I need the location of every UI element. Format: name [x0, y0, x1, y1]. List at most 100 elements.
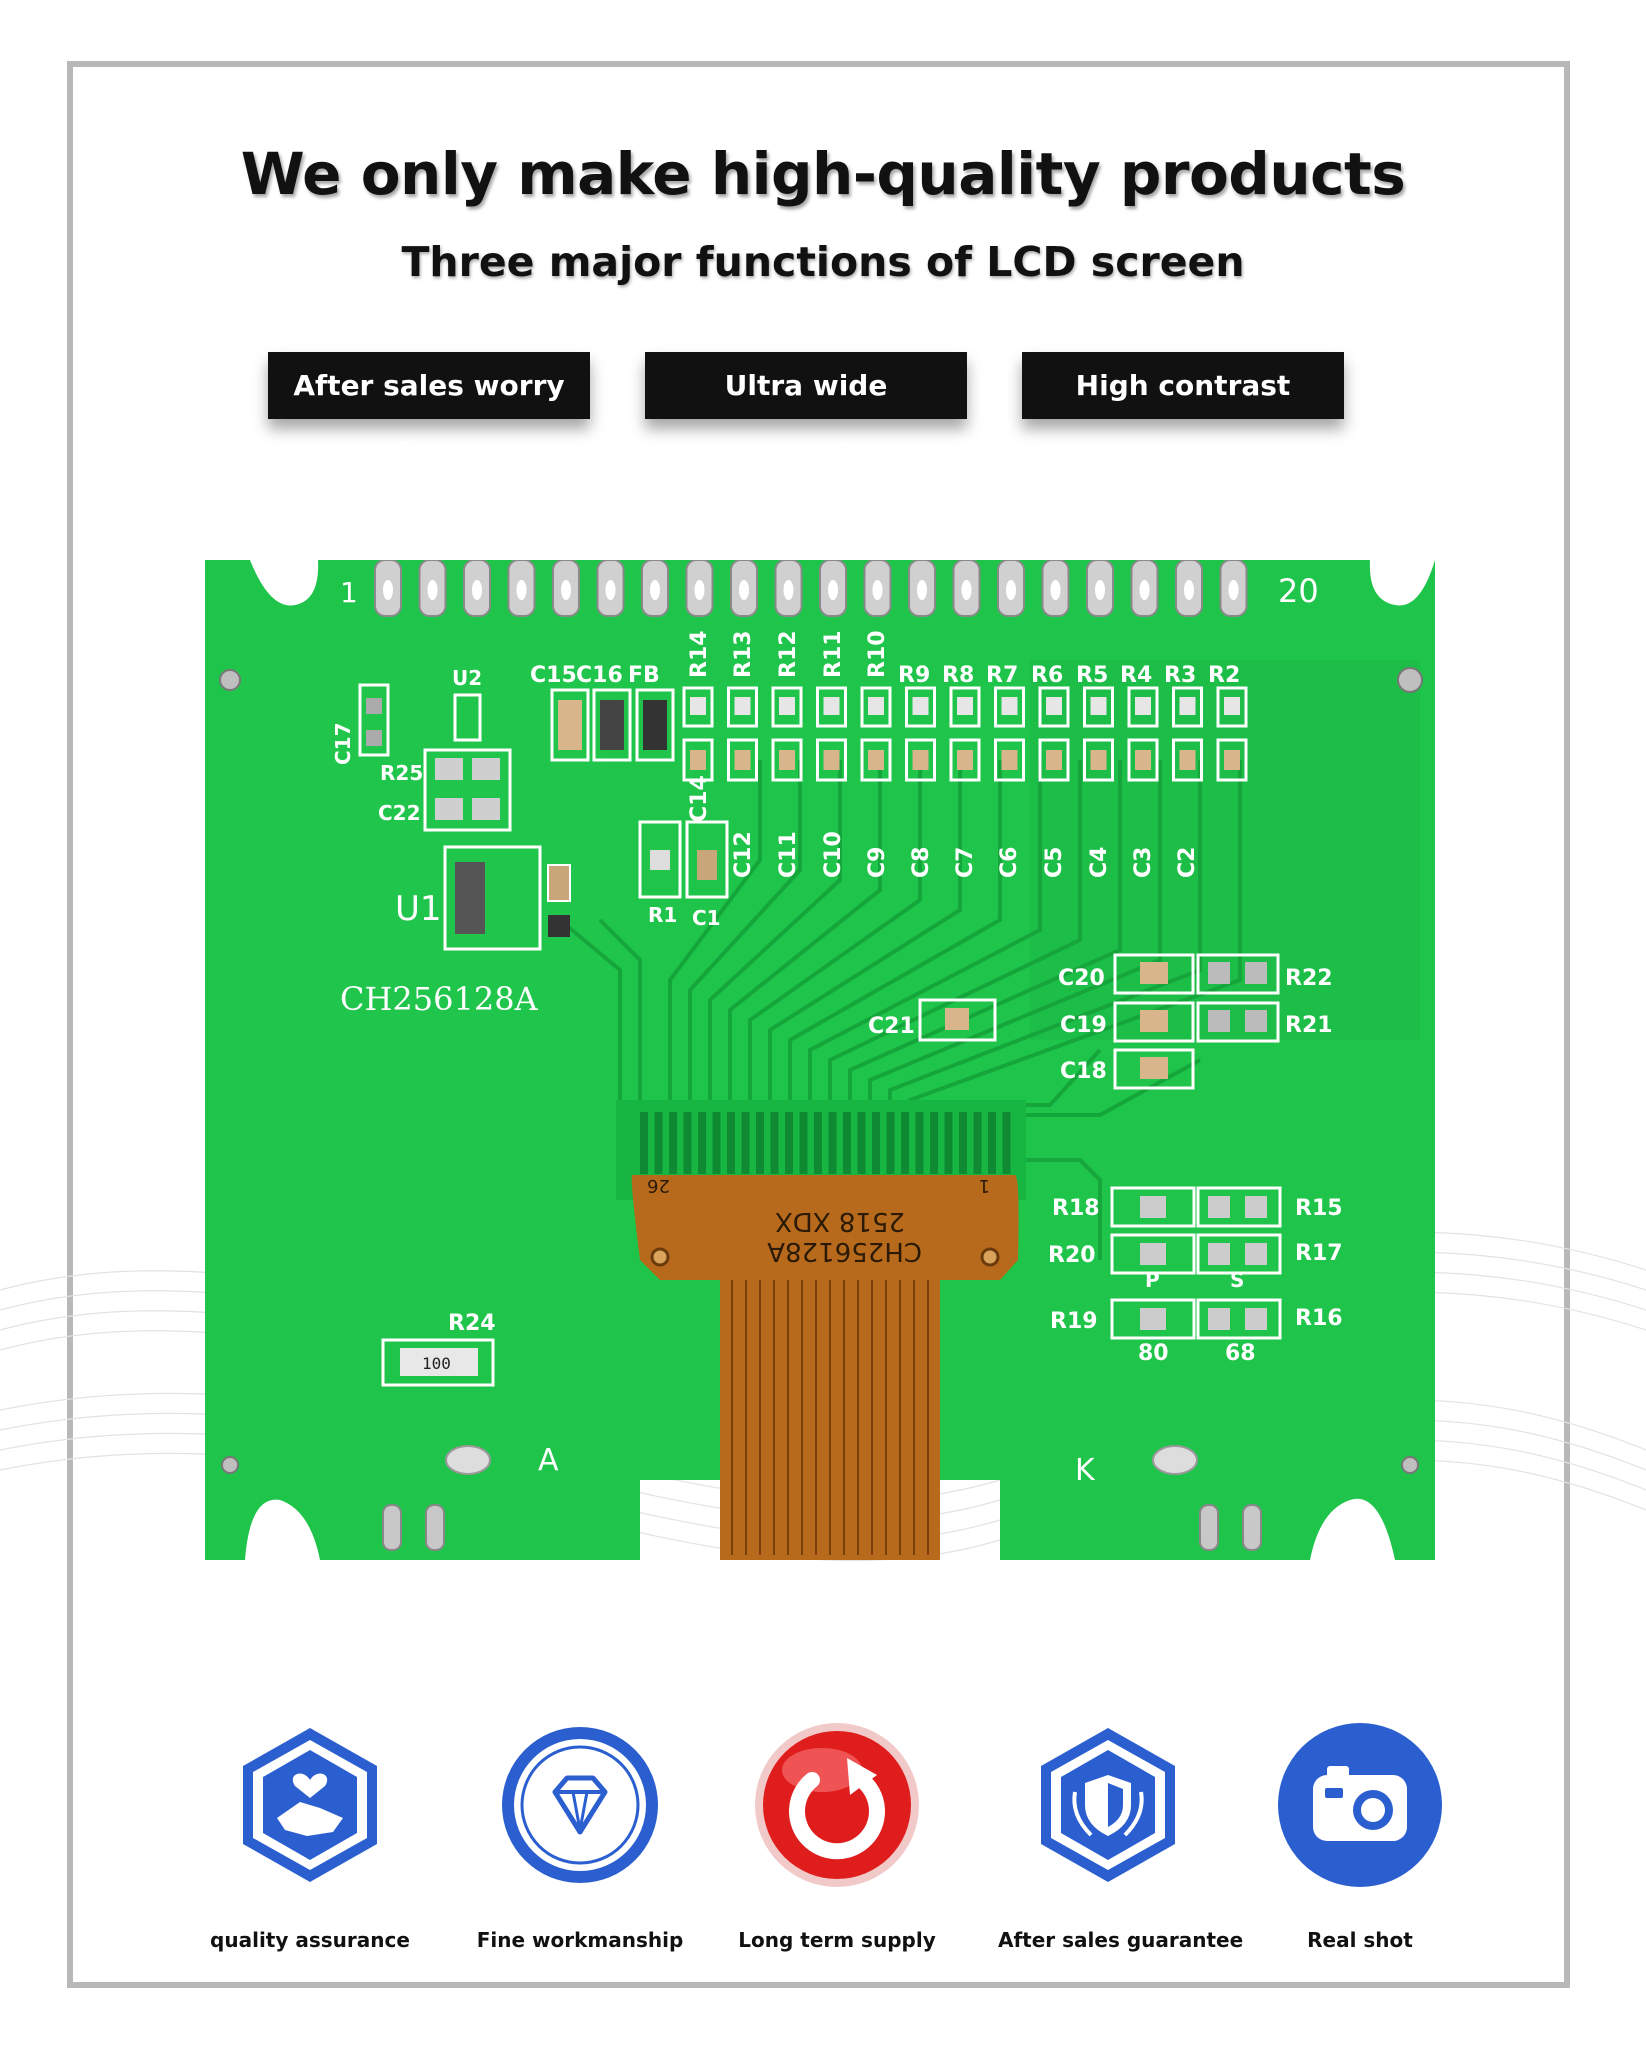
- label-mode-p: P: [1145, 1268, 1160, 1292]
- fpc-pad: [944, 1112, 953, 1174]
- capacitor-footprint: [994, 738, 1025, 782]
- capacitor-footprint: [1172, 738, 1203, 782]
- pin-hole: [917, 580, 927, 600]
- pin-hole: [1228, 580, 1239, 600]
- silk-label-top: R12: [776, 630, 801, 678]
- silk-label-top: R11: [821, 630, 846, 678]
- tag-high-contrast: High contrast: [1022, 352, 1344, 419]
- fpc-cable: [631, 1175, 1019, 1560]
- label-u2: U2: [452, 666, 482, 690]
- board-model: CH256128A: [340, 980, 539, 1018]
- label-r24: R24: [448, 1311, 496, 1336]
- silk-label-cap: C12: [731, 831, 756, 878]
- silk-label-top: R14: [687, 630, 712, 678]
- capacitor-body: [1179, 750, 1196, 770]
- resistor-body: [779, 697, 795, 715]
- tag-wide-temperature: Ultra wide temperature: [645, 352, 967, 469]
- fpc-pad: [915, 1112, 924, 1174]
- resistor-body: [734, 697, 751, 715]
- smd-footprint: [592, 688, 632, 762]
- capacitor-body: [957, 750, 973, 770]
- pin-hole: [1095, 580, 1105, 600]
- label-c17: C17: [331, 722, 355, 765]
- fpc-pad: [799, 1112, 808, 1174]
- fpc-pads: [640, 1112, 1011, 1174]
- label-r21: R21: [1285, 1013, 1333, 1038]
- silk-label-top: R4: [1120, 663, 1152, 688]
- silk-label-cap: C6: [997, 847, 1022, 878]
- fpc-pad: [683, 1112, 692, 1174]
- fpc-pad: [698, 1112, 706, 1174]
- smd-footprint: [550, 688, 590, 762]
- fpc-pad: [741, 1112, 750, 1174]
- capacitor-footprint: [949, 738, 981, 782]
- label-u1: U1: [395, 889, 442, 929]
- handshake-heart-icon: [243, 1728, 377, 1882]
- fpc-text-date: 2518 XDX: [775, 1206, 905, 1236]
- silk-label-top: C15: [530, 663, 577, 688]
- pin-hole: [1050, 580, 1061, 600]
- resistor-footprint: [905, 686, 936, 728]
- resistor-body: [1224, 697, 1240, 715]
- pin-hole: [516, 580, 527, 600]
- fpc-pad: [988, 1112, 996, 1174]
- resistor-footprint: [727, 686, 758, 728]
- pin-hole: [739, 580, 749, 600]
- label-r18: R18: [1052, 1196, 1100, 1221]
- resistor-footprint: [1216, 686, 1248, 728]
- feature-fine-workmanship: Fine workmanship: [470, 1720, 690, 1952]
- fpc-pin-last: 26: [647, 1175, 670, 1196]
- capacitor-footprint: [771, 738, 803, 782]
- smd-part: [600, 700, 624, 750]
- fpc-pad: [640, 1112, 648, 1174]
- fpc-pad: [973, 1112, 982, 1174]
- pin-hole: [561, 580, 571, 600]
- resistor-body: [1179, 697, 1196, 715]
- label-r15: R15: [1295, 1196, 1343, 1221]
- label-r16: R16: [1295, 1306, 1343, 1331]
- feature-label: Real shot: [1307, 1928, 1413, 1952]
- page-subtitle: Three major functions of LCD screen: [401, 238, 1245, 286]
- silk-label-top: R10: [865, 630, 890, 678]
- label-k: K: [1075, 1453, 1096, 1488]
- silk-label-cap: C2: [1175, 847, 1200, 878]
- silk-label-cap: C9: [865, 847, 890, 878]
- silk-label-top: R9: [898, 663, 930, 688]
- fpc-pad: [785, 1112, 793, 1174]
- fpc-text-model: CH256128A: [767, 1236, 922, 1266]
- capacitor-body: [1090, 750, 1107, 770]
- fpc-pad: [857, 1112, 866, 1174]
- smd-footprint: [635, 688, 675, 762]
- pin-hole: [472, 580, 482, 600]
- page-title: We only make high-quality products: [240, 140, 1406, 208]
- resistor-footprint: [1083, 686, 1114, 728]
- fpc-pad: [959, 1112, 967, 1174]
- capacitor-body: [912, 750, 929, 770]
- label-r22: R22: [1285, 966, 1333, 991]
- resistor-body: [1046, 697, 1062, 715]
- silk-label-cap: C14: [687, 775, 712, 822]
- fpc-pin-first: 1: [979, 1175, 990, 1196]
- pin-hole: [694, 580, 705, 600]
- fpc-pad: [727, 1112, 735, 1174]
- feature-label: After sales guarantee: [998, 1928, 1244, 1952]
- pin-hole: [961, 580, 972, 600]
- resistor-footprint: [949, 686, 981, 728]
- silk-label-top: FB: [628, 663, 660, 688]
- silk-label-cap: C5: [1042, 847, 1067, 878]
- fpc-pad: [1002, 1112, 1011, 1174]
- label-c18: C18: [1060, 1059, 1107, 1084]
- capacitor-footprint: [816, 738, 847, 782]
- silk-label-top: R3: [1164, 663, 1196, 688]
- pin-hole: [1184, 580, 1194, 600]
- capacitor-body: [779, 750, 795, 770]
- label-mode-68: 68: [1225, 1341, 1256, 1366]
- fpc-pad: [654, 1112, 663, 1174]
- fpc-pad: [770, 1112, 779, 1174]
- resistor-footprint: [1038, 686, 1070, 728]
- label-r25: R25: [380, 761, 423, 785]
- pcb-board: [205, 560, 1435, 1560]
- component-rows: [550, 686, 1248, 782]
- label-mode-80: 80: [1138, 1341, 1169, 1366]
- capacitor-body: [734, 750, 751, 770]
